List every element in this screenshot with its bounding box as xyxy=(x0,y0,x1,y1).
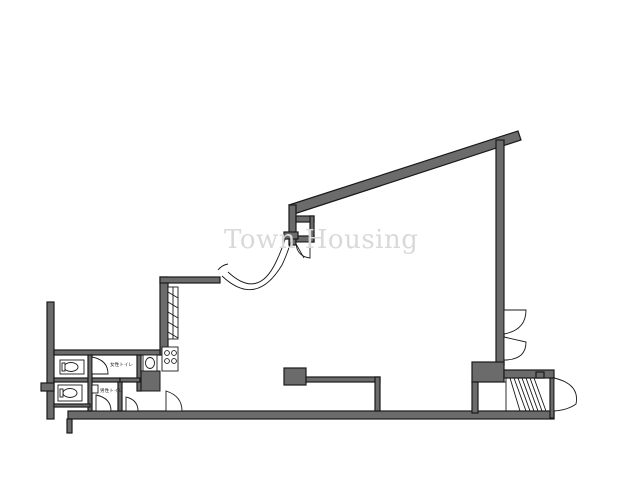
mens-toilet-label: 男性トイレ xyxy=(100,387,123,394)
exterior-walls xyxy=(40,130,555,434)
center-column xyxy=(283,367,381,412)
curved-wall-flare xyxy=(217,263,229,271)
curved-wall-inner xyxy=(221,234,293,291)
stair-area xyxy=(478,369,577,419)
curved-wall xyxy=(227,231,288,285)
entrance-notch xyxy=(283,215,315,259)
watermark: Town Housing xyxy=(224,225,418,255)
womens-toilet-label: 女性トイレ xyxy=(110,361,133,368)
restroom-block xyxy=(53,349,183,412)
kitchen-column xyxy=(139,286,179,392)
right-double-door xyxy=(503,309,527,361)
